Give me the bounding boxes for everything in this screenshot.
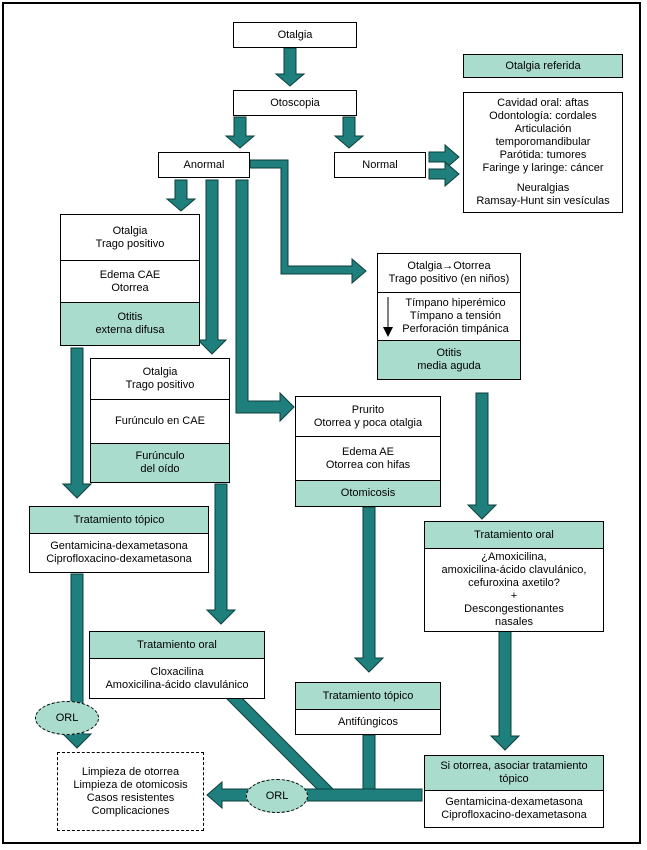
anormal-label: Anormal — [183, 158, 225, 171]
otitis-externa-signos: Edema CAE Otorrea — [61, 260, 199, 302]
connector-arrows — [61, 47, 521, 810]
otomicosis-signos: Edema AE Otorrea con hifas — [296, 436, 440, 480]
furunculo-diagnostico: Furúnculo del oído — [91, 443, 229, 482]
otalgia-box: Otalgia — [233, 22, 357, 48]
otitis-media-signos-list: Tímpano hiperémico Tímpano a tensión Per… — [402, 297, 508, 336]
tratamiento-furunculo-contenido: Cloxacilina Amoxicilina-ácido clavulánic… — [90, 658, 264, 698]
referida-causa-item: Neuralgias — [516, 182, 570, 194]
otitis-externa-diagnostico: Otitis externa difusa — [61, 302, 199, 345]
tratamiento-otomicosis-titulo: Tratamiento tópico — [296, 683, 440, 709]
arrow-anormal-oed — [165, 179, 197, 212]
tratamiento-otomicosis-contenido: Antifúngicos — [296, 709, 440, 734]
otomicosis-sintomas: Prurito Otorrea y poca otalgia — [313, 403, 423, 429]
arrow-anormal-oma — [249, 159, 367, 285]
otitis-media-diagnostico: Otitis media aguda — [378, 340, 520, 379]
referida-causa-item: Faringe y laringe: cáncer — [482, 162, 604, 174]
referida-causa-item: Cavidad oral: aftas — [497, 97, 589, 109]
referida-causas-box: Cavidad oral: aftas Odontología: cordale… — [463, 92, 623, 213]
arrow-normal-referida-2 — [428, 160, 460, 188]
referida-causa-item: temporomandibular — [495, 136, 591, 148]
otitis-media-box: Otalgia→Otorrea Trago positivo (en niños… — [377, 253, 521, 380]
referida-causa-item: Parótida: tumores — [499, 149, 587, 161]
arrow-anormal-otomicosis — [235, 179, 295, 423]
referida-causa-item: Articulación — [514, 123, 572, 135]
otoscopia-box: Otoscopia — [233, 90, 357, 116]
otalgia-referida-label: Otalgia referida — [505, 59, 581, 72]
tratamiento-otomicosis-box: Tratamiento tópico Antifúngicos — [295, 682, 441, 735]
referida-causa-item: Odontología: cordales — [489, 110, 597, 122]
tratamiento-oma-box: Tratamiento oral ¿Amoxicilina, amoxicili… — [424, 521, 604, 632]
tratamiento-otorrea-contenido: Gentamicina-dexametasona Ciprofloxacino-… — [425, 790, 603, 827]
arrow-tratamiento-otorrea — [489, 630, 521, 751]
otitis-media-signo: Tímpano hiperémico — [405, 297, 506, 309]
tratamiento-oed-box: Tratamiento tópico Gentamicina-dexametas… — [29, 506, 209, 573]
referida-causas-list: Cavidad oral: aftas Odontología: cordale… — [464, 93, 622, 212]
arrow-furunculo-tratamiento — [205, 483, 237, 625]
anormal-box: Anormal — [158, 152, 250, 178]
normal-label: Normal — [362, 158, 398, 171]
otitis-externa-sintomas: Otalgia Trago positivo — [95, 224, 165, 250]
tratamiento-otorrea-titulo: Si otorrea, asociar tratamiento tópico — [425, 756, 603, 790]
orl-acciones-box: Limpieza de otorrea Limpieza de otomicos… — [57, 752, 204, 831]
normal-box: Normal — [334, 152, 426, 178]
otitis-media-sintomas: Otalgia→Otorrea Trago positivo (en niños… — [388, 260, 510, 285]
flowchart: Otalgia Otalgia referida Otoscopia Anorm… — [2, 2, 641, 844]
tratamiento-furunculo-titulo: Tratamiento oral — [90, 632, 264, 658]
otalgia-label: Otalgia — [277, 28, 313, 41]
otomicosis-box: Prurito Otorrea y poca otalgia Edema AE … — [295, 396, 441, 507]
tratamiento-otorrea-box: Si otorrea, asociar tratamiento tópico G… — [424, 755, 604, 828]
connector-otomicosis-bottom — [362, 734, 376, 796]
furunculo-sintomas: Otalgia Trago positivo — [125, 366, 195, 391]
arrow-otomicosis-tratamiento — [353, 506, 385, 673]
down-arrow-icon — [383, 297, 393, 337]
arrow-oma-tratamiento — [466, 392, 498, 520]
arrow-anormal-furunculo — [196, 179, 228, 355]
orl-acciones-list: Limpieza de otorrea Limpieza de otomicos… — [73, 765, 188, 817]
arrow-oed-tratamiento — [61, 347, 93, 499]
tratamiento-furunculo-box: Tratamiento oral Cloxacilina Amoxicilina… — [89, 631, 265, 699]
otalgia-referida-box: Otalgia referida — [463, 54, 623, 78]
arrow-otoscopia-anormal — [224, 116, 256, 149]
otomicosis-diagnostico: Otomicosis — [296, 480, 440, 506]
tratamiento-oed-titulo: Tratamiento tópico — [30, 507, 208, 533]
arrow-otoscopia-normal — [333, 116, 365, 149]
orl-oval-left: ORL — [35, 701, 99, 735]
tratamiento-oma-titulo: Tratamiento oral — [425, 522, 603, 548]
arrow-normal-referida-1 — [428, 143, 460, 171]
otitis-media-signo: Tímpano a tensión — [409, 310, 502, 322]
otitis-media-signos: Tímpano hiperémico Tímpano a tensión Per… — [378, 292, 520, 340]
tratamiento-oed-contenido: Gentamicina-dexametasona Ciprofloxacino-… — [30, 533, 208, 572]
otitis-externa-box: Otalgia Trago positivo Edema CAE Otorrea… — [60, 214, 200, 346]
otitis-media-signo: Perforación timpánica — [402, 323, 509, 335]
furunculo-box: Otalgia Trago positivo Furúnculo en CAE … — [90, 358, 230, 483]
otoscopia-label: Otoscopia — [270, 96, 320, 109]
referida-causa-item: Ramsay-Hunt sin vesículas — [476, 195, 610, 207]
arrow-otalgia-otoscopia — [274, 47, 306, 87]
orl-oval-bottom: ORL — [246, 779, 308, 813]
tratamiento-oma-contenido: ¿Amoxicilina, amoxicilina-ácido clavulán… — [425, 548, 603, 631]
furunculo-signos: Furúnculo en CAE — [91, 399, 229, 443]
connector-horizontal-bottom — [303, 788, 423, 802]
